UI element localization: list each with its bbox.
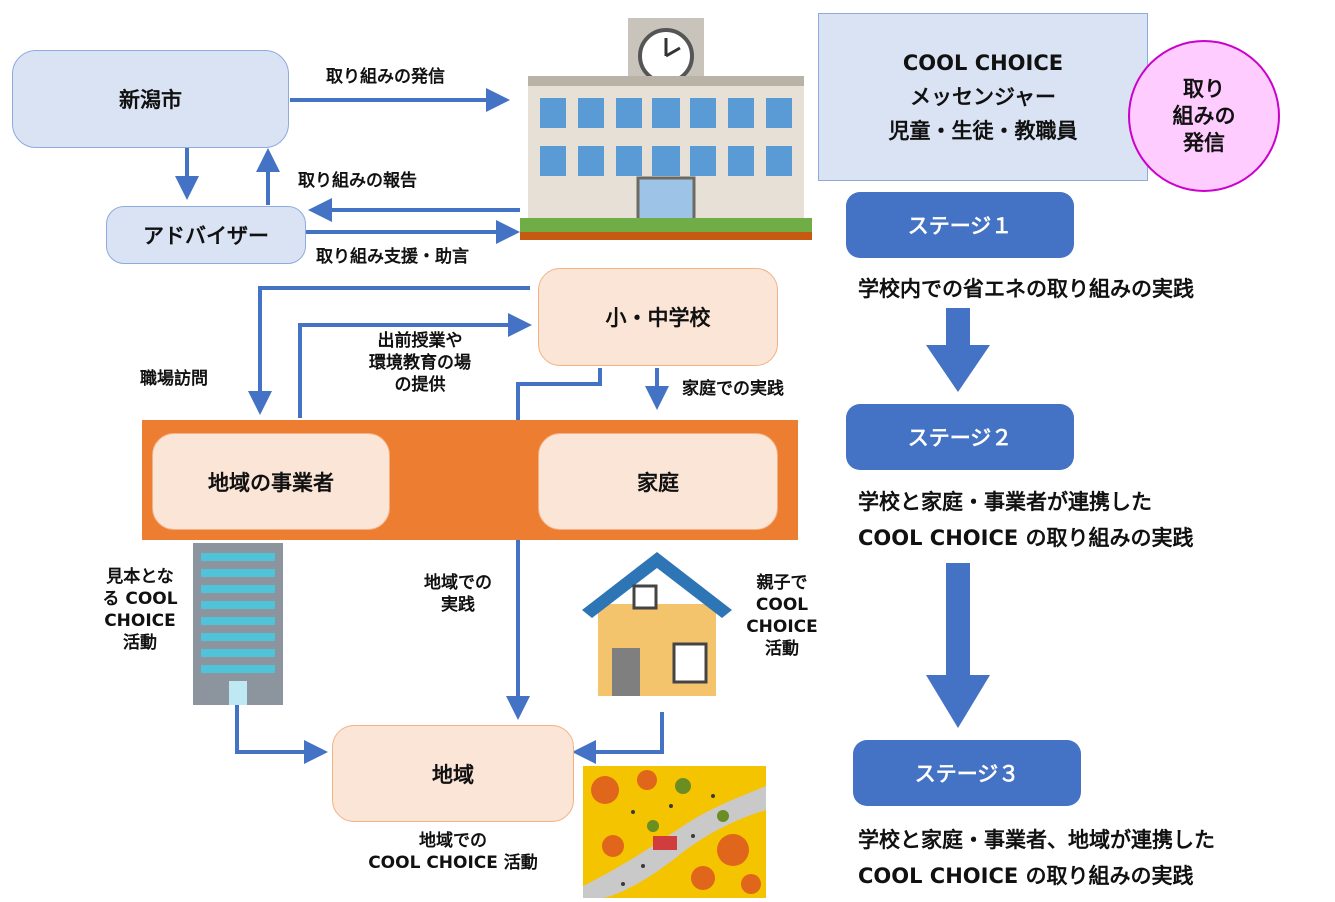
stage-3-desc: 学校と家庭・事業者、地域が連携した COOL CHOICE の取り組みの実践	[858, 828, 1215, 888]
node-region-label: 地域	[432, 762, 474, 787]
label-home-practice: 家庭での実践	[682, 379, 784, 399]
messenger-box: COOL CHOICE メッセンジャー 児童・生徒・教職員	[818, 13, 1148, 181]
node-business: 地域の事業者	[152, 433, 390, 530]
node-school-label: 小・中学校	[605, 306, 711, 330]
stage-arrow-1	[926, 308, 990, 392]
label-model-activity: 見本とな る COOL CHOICE 活動	[102, 567, 178, 653]
label-region-activity: 地域での COOL CHOICE 活動	[368, 831, 538, 873]
label-visit: 職場訪問	[140, 369, 208, 389]
autumn-park-illustration	[583, 766, 766, 898]
stage-3-pill: ステージ３	[853, 740, 1081, 806]
node-niigata-label: 新潟市	[119, 88, 182, 112]
arrow-lecture	[298, 313, 532, 418]
stage-2-pill: ステージ２	[846, 404, 1074, 470]
arrow-visit	[248, 286, 530, 415]
arrow-office-to-region	[235, 704, 328, 764]
stage-2-desc: 学校と家庭・事業者が連携した COOL CHOICE の取り組みの実践	[858, 490, 1194, 550]
school-building-icon	[520, 18, 812, 240]
messenger-line-1: COOL CHOICE	[902, 51, 1064, 75]
label-family-activity: 親子で COOL CHOICE 活動	[746, 573, 818, 659]
node-business-label: 地域の事業者	[208, 470, 334, 495]
node-advisor-label: アドバイザー	[143, 224, 269, 248]
stage-1-pill: ステージ１	[846, 192, 1074, 258]
office-building-icon	[193, 543, 283, 705]
arrow-house-to-region	[572, 712, 664, 764]
node-region: 地域	[332, 725, 574, 822]
label-support: 取り組み支援・助言	[316, 247, 469, 267]
node-home-label: 家庭	[637, 470, 679, 495]
label-report: 取り組みの報告	[298, 171, 417, 191]
node-home: 家庭	[538, 433, 778, 530]
node-niigata: 新潟市	[12, 50, 289, 148]
messenger-line-3: 児童・生徒・教職員	[888, 119, 1078, 143]
arrow-region-practice	[506, 368, 602, 720]
messenger-line-2: メッセンジャー	[910, 85, 1056, 109]
node-advisor: アドバイザー	[106, 206, 306, 264]
label-lecture: 出前授業や 環境教育の場 の提供	[369, 331, 471, 395]
label-region-practice: 地域での 実践	[424, 573, 492, 615]
node-school: 小・中学校	[538, 268, 778, 366]
stage-arrow-2	[926, 563, 990, 728]
label-send: 取り組みの発信	[326, 67, 445, 87]
house-icon	[582, 552, 732, 696]
stage-1-desc: 学校内での省エネの取り組みの実践	[858, 277, 1194, 301]
send-badge: 取り 組みの 発信	[1128, 40, 1280, 192]
